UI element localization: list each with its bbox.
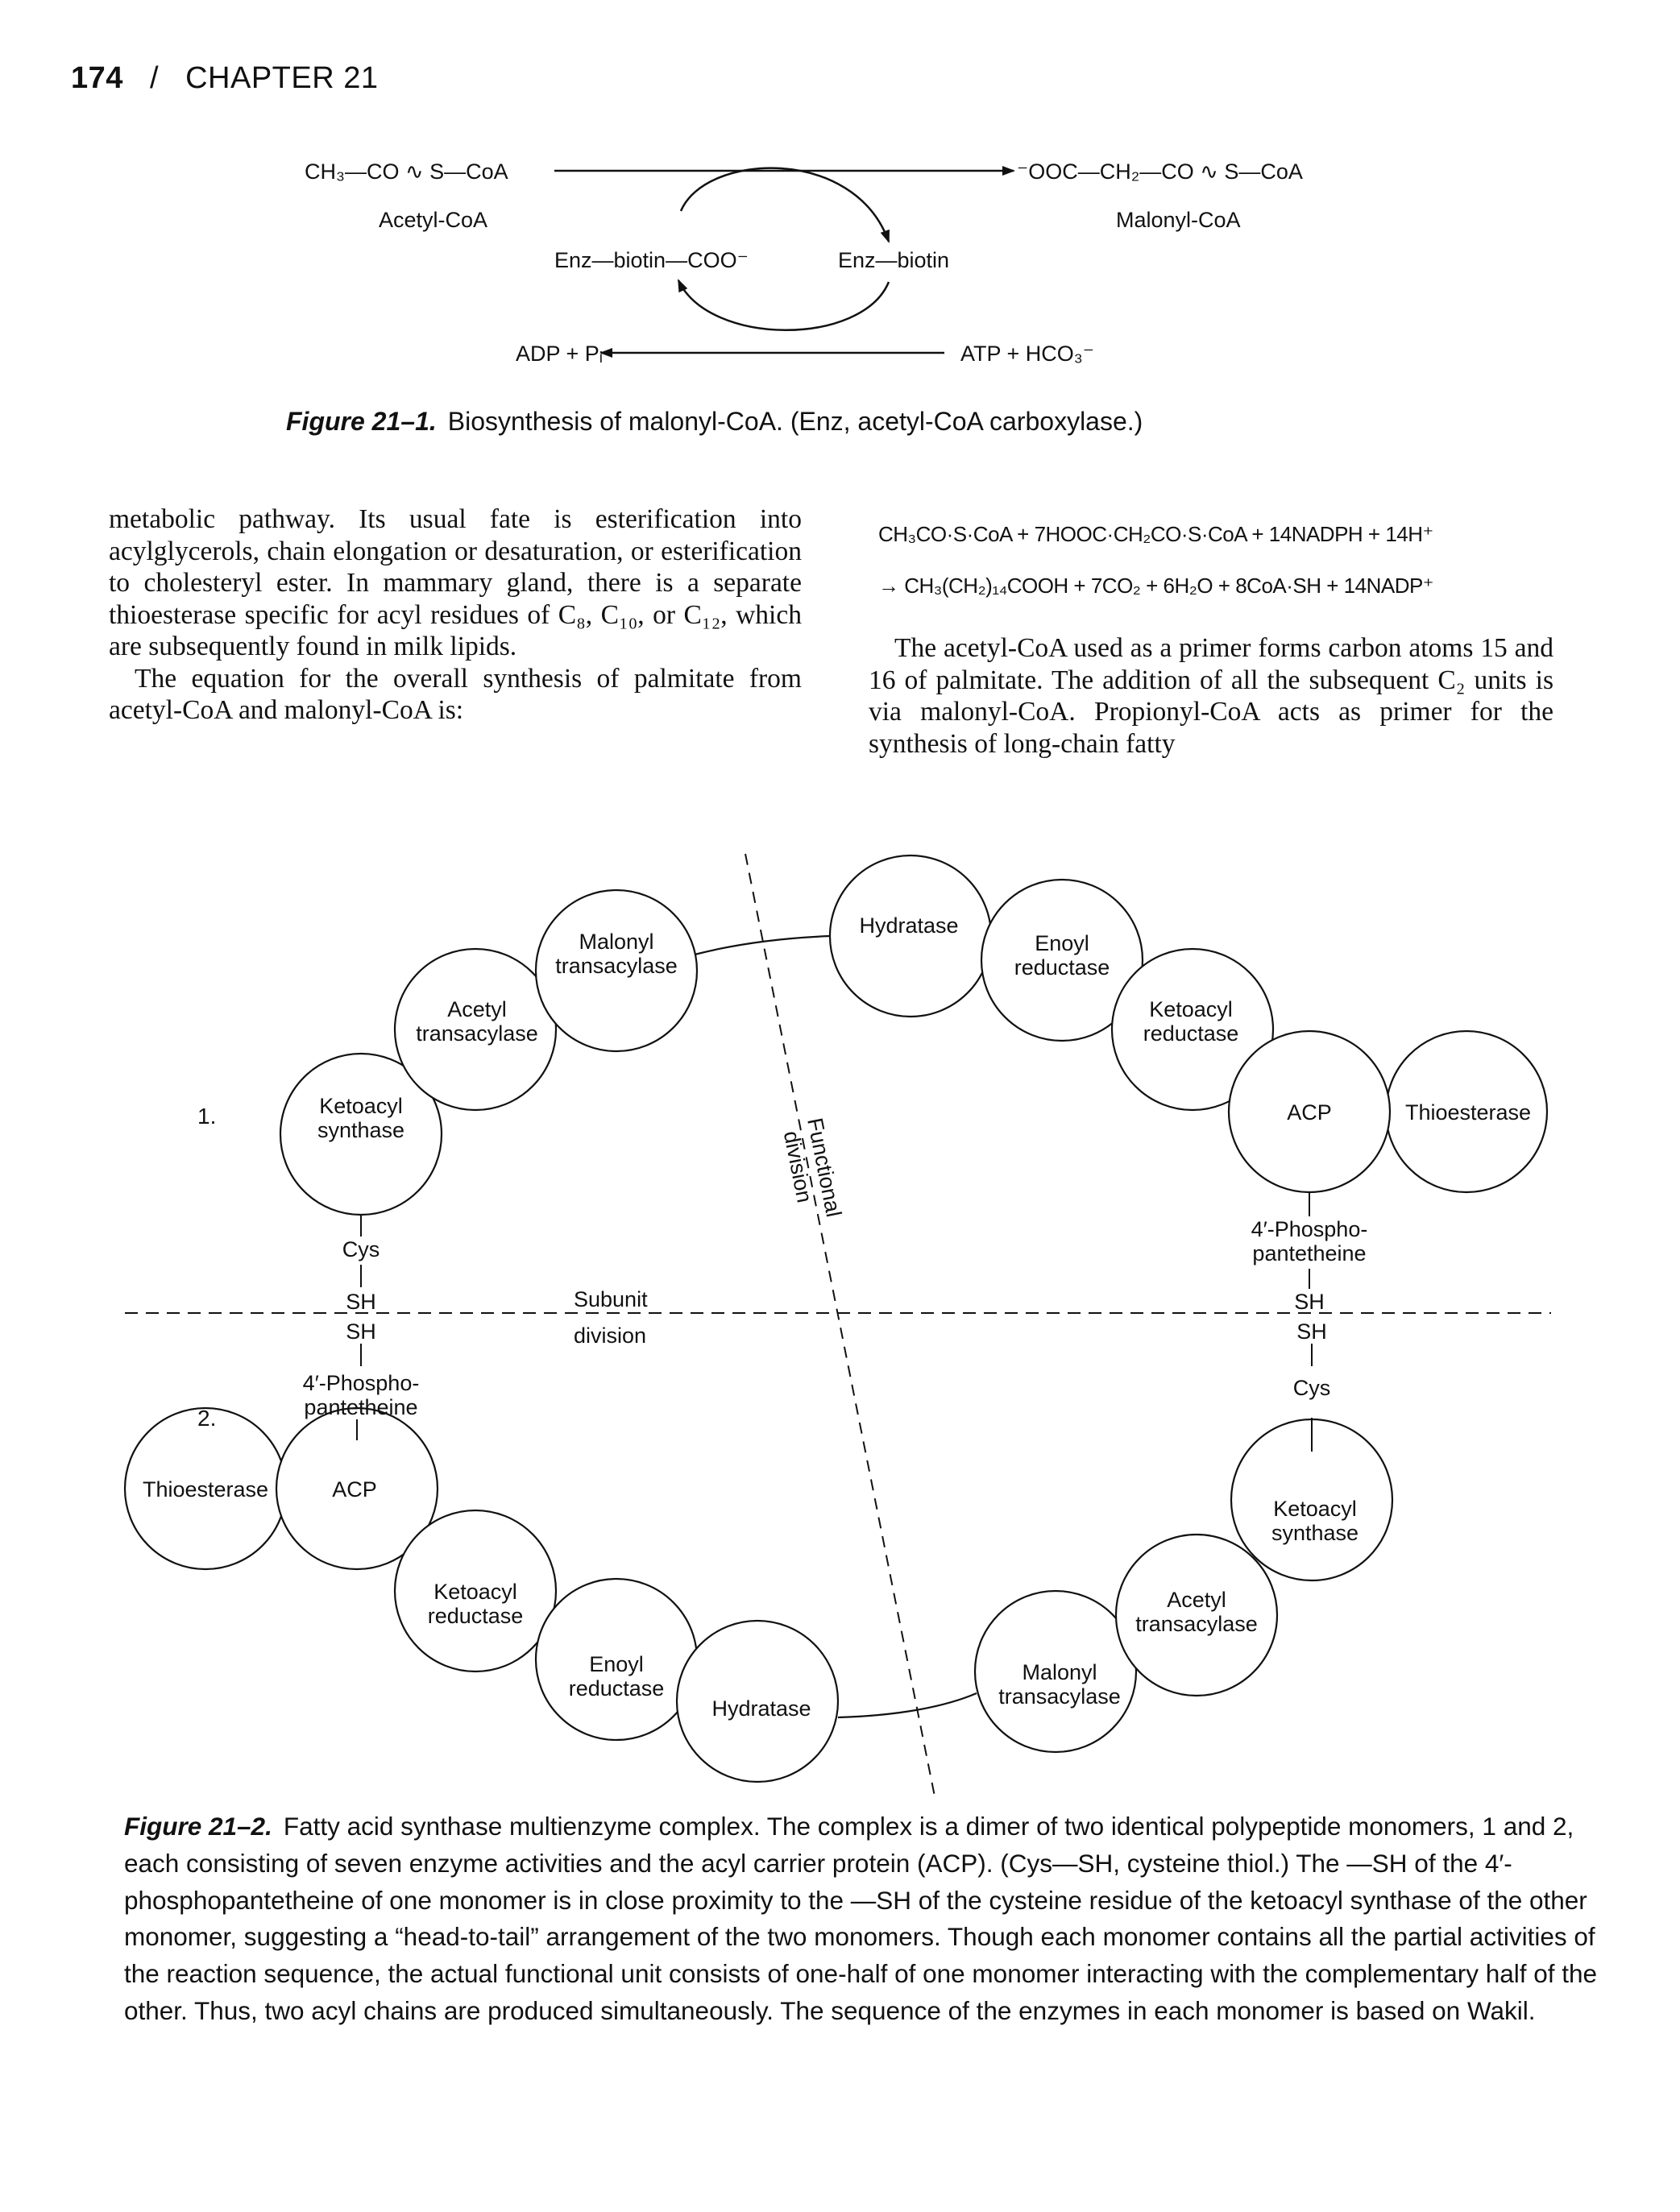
upper-curved-arrow xyxy=(679,167,890,243)
m2-malonyl-transacylase-circle xyxy=(973,1589,1138,1754)
m1-malonyl-transacylase-line2: transacylase xyxy=(555,954,678,978)
subunit-division-line1: Subunit xyxy=(574,1287,648,1311)
m2-acetyl-transacylase-circle xyxy=(1114,1533,1279,1697)
figure-21-1: CH₃—CO ∿ S—CoA Acetyl-CoA ⁻OOC—CH₂—CO ∿ … xyxy=(305,159,1303,366)
m2-cys-label: Cys xyxy=(1293,1376,1331,1400)
m1-acetyl-transacylase-circle xyxy=(393,947,558,1112)
enz-biotin: Enz—biotin xyxy=(838,248,949,272)
right-column-text: The acetyl-CoA used as a primer forms ca… xyxy=(869,632,1553,760)
m1-ketoacyl-synthase-line1: Ketoacyl xyxy=(319,1094,403,1118)
left-paragraph-1: metabolic pathway. Its usual fate is est… xyxy=(109,504,802,661)
m1-connector xyxy=(694,934,831,956)
m2-acetyl-transacylase-line1: Acetyl xyxy=(1167,1588,1226,1612)
m2-acetyl-transacylase-line2: transacylase xyxy=(1135,1612,1258,1636)
subunit-division-line2: division xyxy=(574,1323,646,1348)
equation-line-1: CH₃CO·S·CoA + 7HOOC·CH₂CO·S·CoA + 14NADP… xyxy=(878,522,1433,546)
page-number: 174 xyxy=(71,61,123,95)
m2-connector xyxy=(837,1692,977,1719)
m2-phospho-line1: 4′-Phospho- xyxy=(303,1371,420,1395)
malonyl-coa-formula: ⁻OOC—CH₂—CO ∿ S—CoA xyxy=(1017,159,1303,184)
m1-cys-sh-label: SH xyxy=(346,1290,376,1314)
m1-acp-sh-label: SH xyxy=(1294,1290,1325,1314)
figure-21-2-caption: Figure 21–2.Fatty acid synthase multienz… xyxy=(124,1808,1611,2030)
enz-biotin-coo: Enz—biotin—COO⁻ xyxy=(554,248,749,272)
left-column-text: metabolic pathway. Its usual fate is est… xyxy=(109,503,802,727)
m2-malonyl-transacylase-line1: Malonyl xyxy=(1022,1660,1097,1684)
m1-phospho-line2: pantetheine xyxy=(1252,1241,1366,1265)
lower-curved-arrow xyxy=(677,279,890,331)
m2-enoyl-reductase-line1: Enoyl xyxy=(589,1652,644,1676)
functional-division-line xyxy=(745,853,935,1797)
m2-malonyl-transacylase-line2: transacylase xyxy=(998,1684,1121,1709)
m2-acp-circle xyxy=(275,1406,439,1571)
m1-malonyl-transacylase-line1: Malonyl xyxy=(579,930,653,954)
m1-ketoacyl-reductase-circle xyxy=(1110,947,1275,1112)
monomer-2-label: 2. xyxy=(197,1406,216,1431)
m1-enoyl-reductase-line1: Enoyl xyxy=(1035,931,1089,955)
figure-21-1-label: Figure 21–1. xyxy=(286,407,437,436)
m1-ketoacyl-reductase-line2: reductase xyxy=(1143,1021,1239,1046)
m1-thioesterase-label: Thioesterase xyxy=(1405,1100,1531,1125)
m1-hydratase-label: Hydratase xyxy=(859,913,958,938)
m2-thioesterase-label: Thioesterase xyxy=(143,1477,268,1502)
m1-enoyl-reductase-circle xyxy=(980,878,1144,1042)
m1-ketoacyl-reductase-line1: Ketoacyl xyxy=(1149,997,1233,1021)
m1-acetyl-transacylase-line2: transacylase xyxy=(416,1021,538,1046)
m2-enoyl-reductase-line2: reductase xyxy=(569,1676,665,1700)
figure-21-2-caption-text: Fatty acid synthase multienzyme complex.… xyxy=(124,1812,1598,2025)
m1-enoyl-reductase-line2: reductase xyxy=(1014,955,1110,980)
m1-ketoacyl-synthase-line2: synthase xyxy=(317,1118,404,1142)
m2-acp-label: ACP xyxy=(332,1477,377,1502)
monomer-1-label: 1. xyxy=(197,1104,216,1129)
figure-21-1-caption: Figure 21–1. Biosynthesis of malonyl-CoA.… xyxy=(286,403,1575,440)
m1-acp-label: ACP xyxy=(1287,1100,1332,1125)
m2-cys-sh-label: SH xyxy=(1296,1319,1327,1344)
equation-line-2: → CH₃(CH₂)₁₄COOH + 7CO₂ + 6H₂O + 8CoA·SH… xyxy=(878,574,1434,598)
m2-ketoacyl-synthase-line2: synthase xyxy=(1271,1521,1359,1545)
m2-phospho-sh-label: SH xyxy=(346,1319,376,1344)
figure-21-1-caption-text: Biosynthesis of malonyl-CoA. (Enz, acety… xyxy=(447,407,1143,436)
adp-pi: ADP + Pᵢ xyxy=(516,342,603,366)
left-paragraph-2: The equation for the overall synthesis o… xyxy=(109,663,802,726)
m2-ketoacyl-reductase-circle xyxy=(393,1509,558,1673)
m2-ketoacyl-synthase-line1: Ketoacyl xyxy=(1273,1497,1357,1521)
m1-cys-label: Cys xyxy=(342,1237,380,1261)
acetyl-coa-formula: CH₃—CO ∿ S—CoA xyxy=(305,159,508,184)
m2-ketoacyl-reductase-line1: Ketoacyl xyxy=(433,1580,517,1604)
m1-malonyl-transacylase-circle xyxy=(534,889,699,1053)
atp-hco3: ATP + HCO₃⁻ xyxy=(960,342,1094,366)
figure-21-2-label: Figure 21–2. xyxy=(124,1812,272,1841)
right-paragraph-1: The acetyl-CoA used as a primer forms ca… xyxy=(869,633,1553,759)
figure-21-2: 1. 2. Ketoacyl synthase Acetyl transacyl… xyxy=(123,853,1551,1797)
m2-ketoacyl-reductase-line2: reductase xyxy=(428,1604,524,1628)
chapter-title: CHAPTER 21 xyxy=(185,61,379,95)
header-separator: / xyxy=(149,61,160,95)
m1-acetyl-transacylase-line1: Acetyl xyxy=(447,997,507,1021)
malonyl-coa-name: Malonyl-CoA xyxy=(1116,208,1241,232)
acetyl-coa-name: Acetyl-CoA xyxy=(379,208,487,232)
m2-phospho-line2: pantetheine xyxy=(304,1395,417,1419)
m2-hydratase-label: Hydratase xyxy=(711,1696,811,1721)
m1-phospho-line1: 4′-Phospho- xyxy=(1251,1217,1368,1241)
m2-hydratase-circle xyxy=(675,1619,840,1783)
page-header: 174 / CHAPTER 21 xyxy=(71,61,379,96)
